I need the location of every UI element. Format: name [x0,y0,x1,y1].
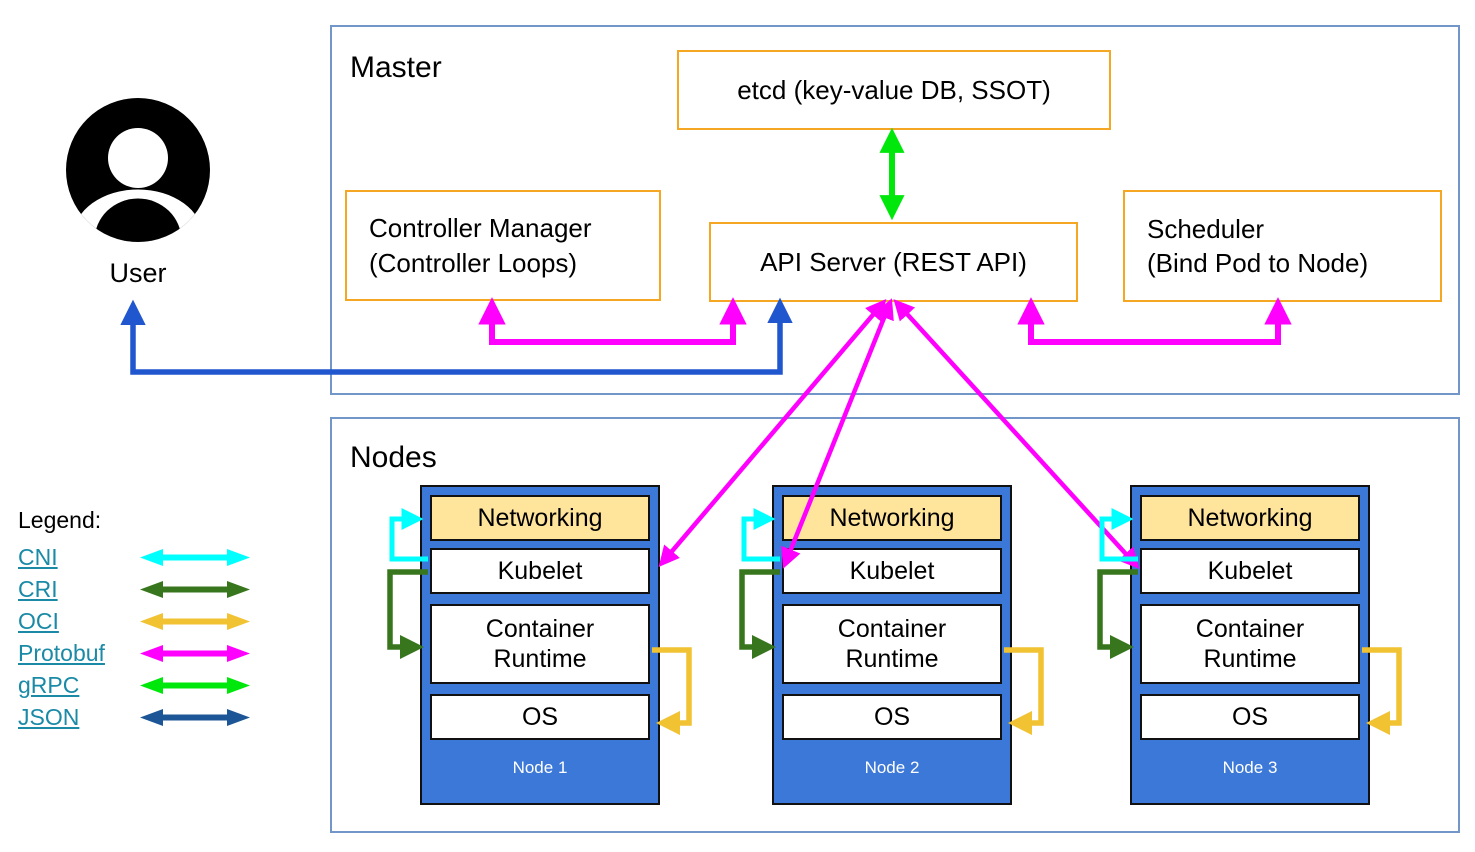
legend-row-protobuf: Protobuf [18,637,250,669]
etcd-box: etcd (key-value DB, SSOT) [677,50,1111,130]
cni-arrow-swatch [140,548,250,566]
master-section-title: Master [350,51,442,84]
grpc-arrow-swatch [140,676,250,694]
controller-manager-label: Controller Manager (Controller Loops) [369,213,592,278]
node1-name: Node 1 [512,757,568,777]
scheduler-box: Scheduler (Bind Pod to Node) [1123,190,1442,302]
legend-row-cri: CRI [18,573,250,605]
node3-os-layer: OS [1140,694,1360,740]
api-server-label: API Server (REST API) [760,246,1027,277]
node1-os-layer: OS [430,694,650,740]
json-link[interactable]: JSON [18,703,80,730]
node2-container-runtime-layer: Container Runtime [782,604,1002,684]
oci-arrow-swatch [140,612,250,630]
json-arrow-swatch [140,708,250,726]
cri-arrow-swatch [140,580,250,598]
etcd-label: etcd (key-value DB, SSOT) [737,74,1051,105]
protobuf-link[interactable]: Protobuf [18,639,105,666]
api-server-box: API Server (REST API) [709,222,1078,302]
node1-networking-layer: Networking [430,495,650,541]
node-card-2: Networking Kubelet Container Runtime OS … [772,485,1012,805]
legend-row-cni: CNI [18,541,250,573]
node-card-3: Networking Kubelet Container Runtime OS … [1130,485,1370,805]
cni-link[interactable]: CNI [18,543,58,570]
node2-os-layer: OS [782,694,1002,740]
legend-row-oci: OCI [18,605,250,637]
legend: CNI CRI OCI Protobuf gRPC [18,541,250,733]
node1-container-runtime-layer: Container Runtime [430,604,650,684]
oci-link[interactable]: OCI [18,607,59,634]
node1-kubelet-layer: Kubelet [430,548,650,594]
legend-row-json: JSON [18,701,250,733]
controller-manager-box: Controller Manager (Controller Loops) [345,190,661,301]
nodes-section-title: Nodes [350,441,437,474]
protobuf-arrow-swatch [140,644,250,662]
node2-name: Node 2 [864,757,920,777]
node2-networking-layer: Networking [782,495,1002,541]
node3-networking-layer: Networking [1140,495,1360,541]
user-icon [66,98,210,242]
legend-title: Legend: [18,507,102,533]
grpc-link[interactable]: gRPC [18,671,80,698]
user-label: User [109,258,167,288]
node3-name: Node 3 [1222,757,1278,777]
node-card-1: Networking Kubelet Container Runtime OS … [420,485,660,805]
node3-container-runtime-layer: Container Runtime [1140,604,1360,684]
node3-kubelet-layer: Kubelet [1140,548,1360,594]
scheduler-label: Scheduler (Bind Pod to Node) [1147,213,1369,278]
legend-row-grpc: gRPC [18,669,250,701]
node2-kubelet-layer: Kubelet [782,548,1002,594]
cri-link[interactable]: CRI [18,575,58,602]
